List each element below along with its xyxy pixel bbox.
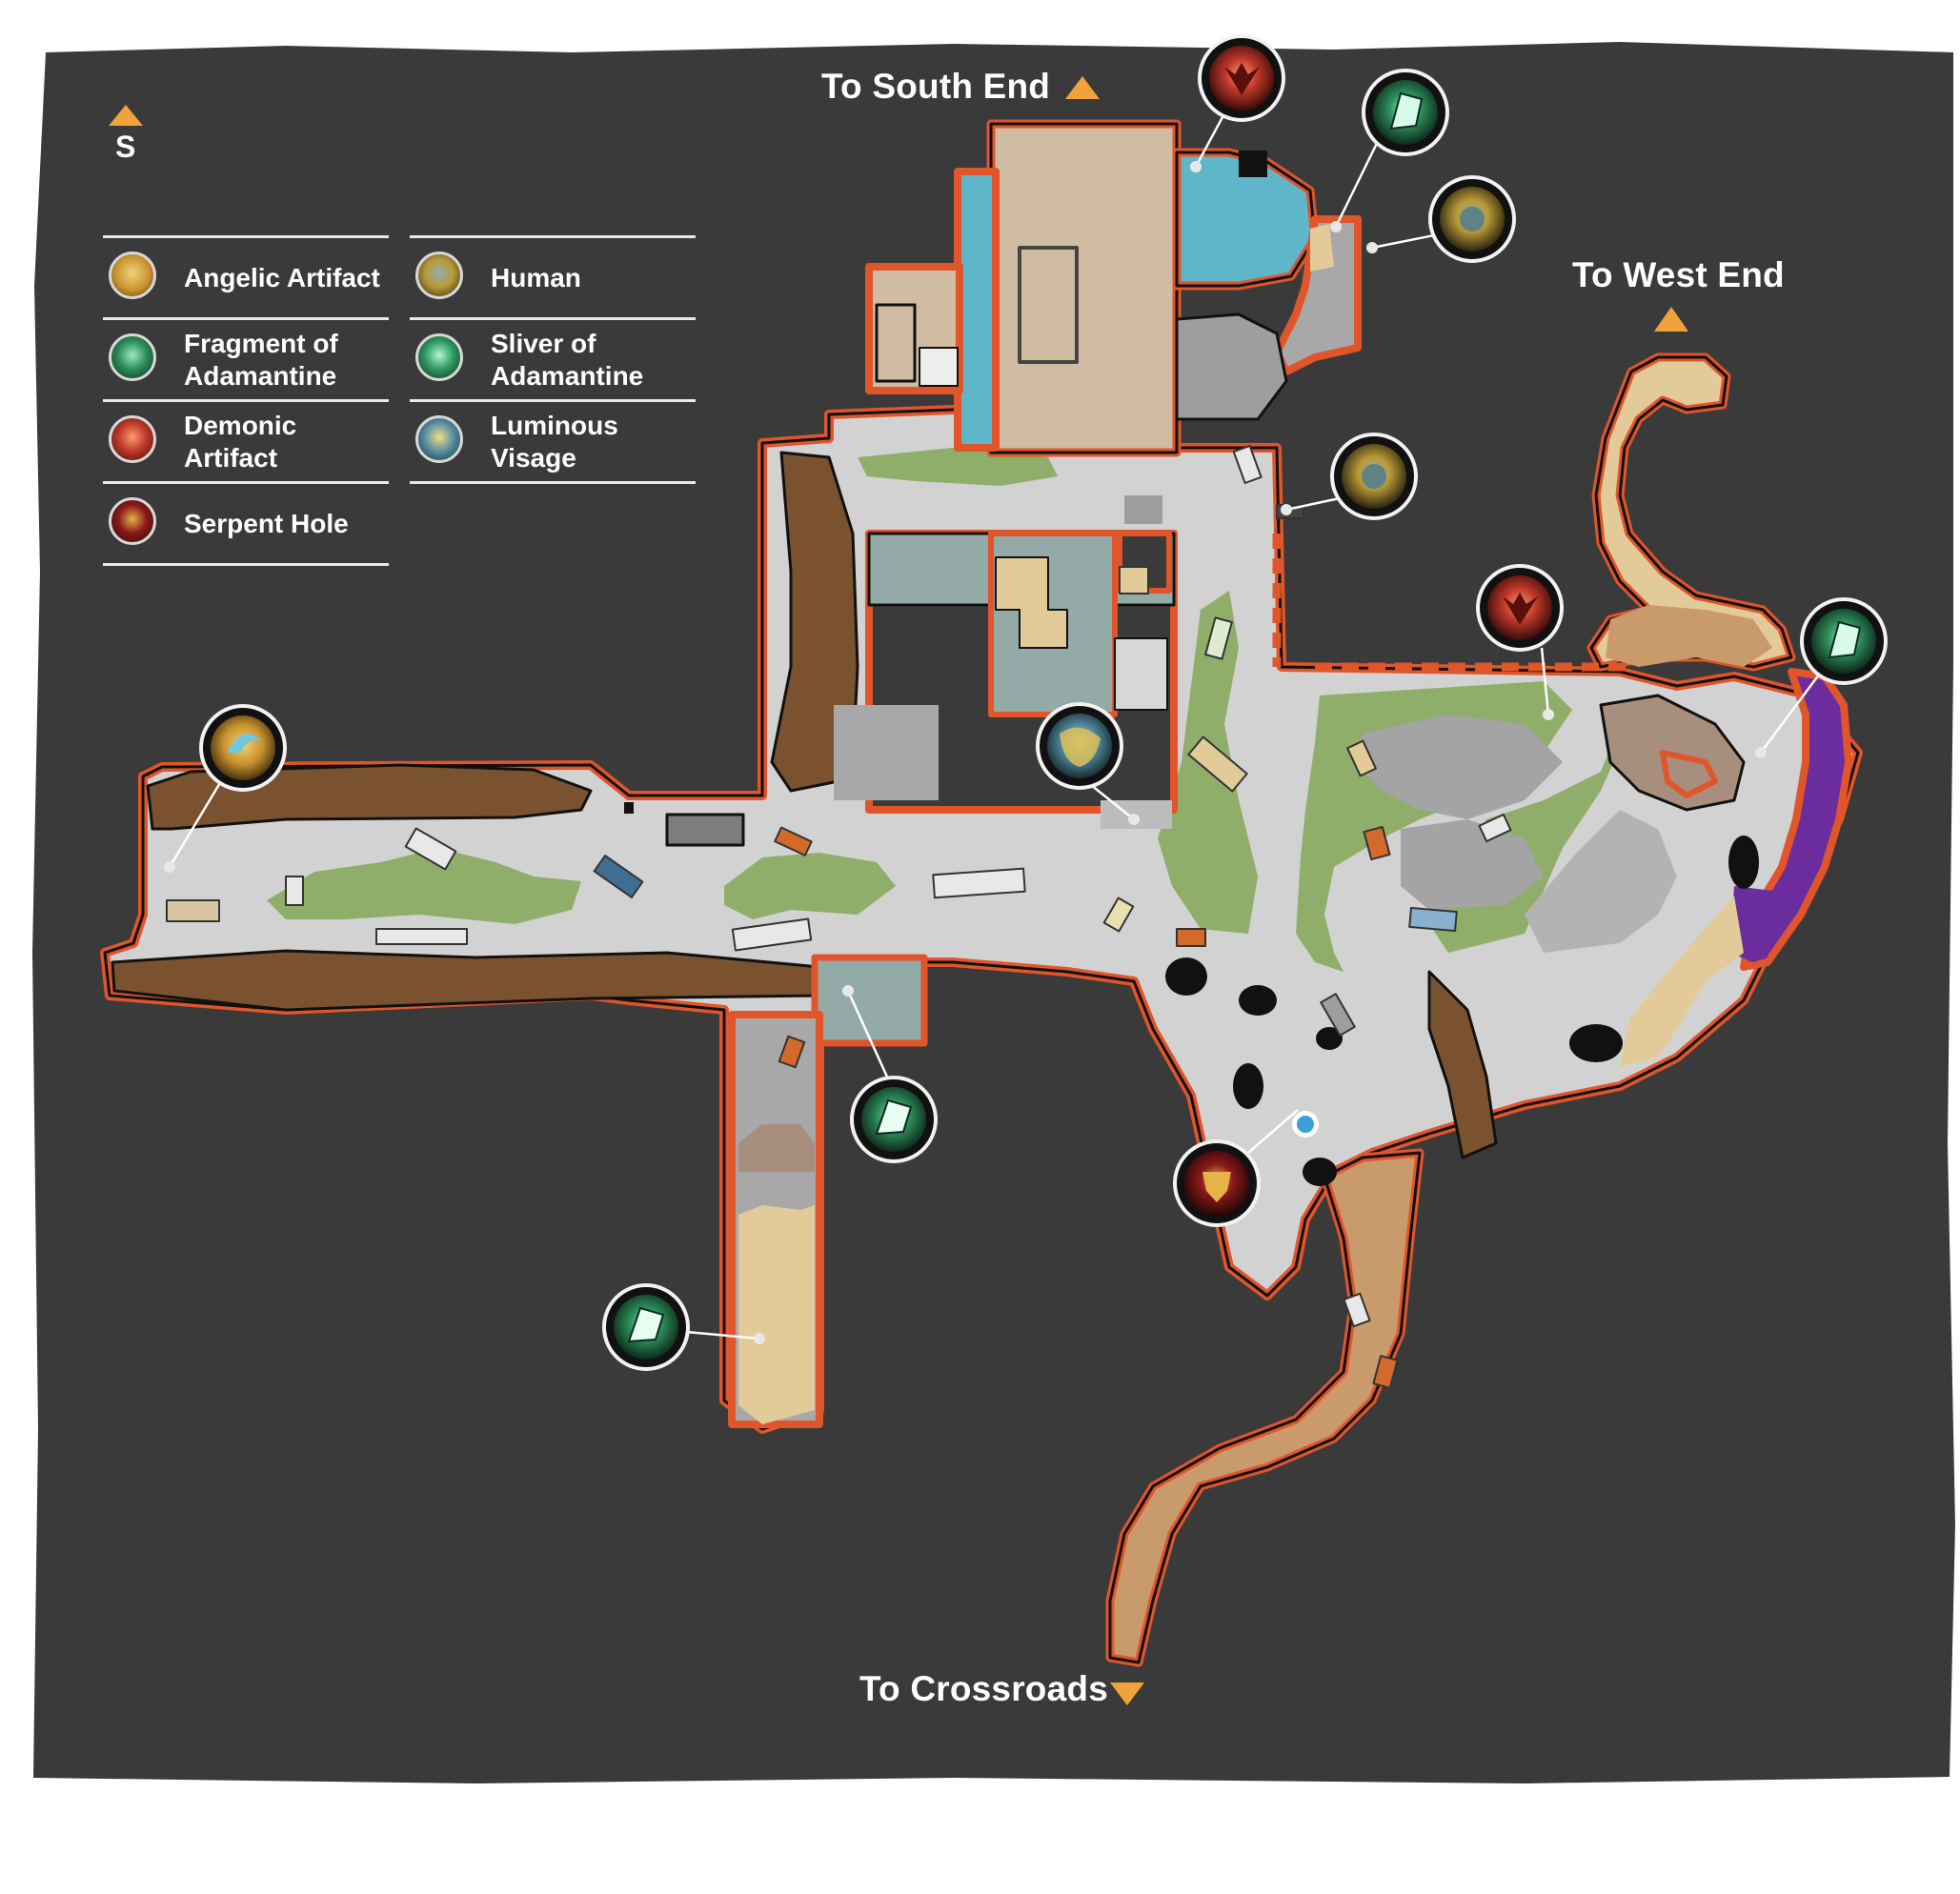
legend-item-luminous-visage: Luminous Visage bbox=[410, 399, 696, 484]
sliver-adamantine-icon bbox=[415, 333, 463, 381]
legend-label: Serpent Hole bbox=[184, 508, 349, 538]
compass-arrow-icon bbox=[109, 105, 143, 126]
legend-label: Sliver of Adamantine bbox=[491, 328, 644, 391]
luminous-visage-icon bbox=[415, 415, 463, 463]
nav-label-crossroads[interactable]: To Crossroads bbox=[859, 1669, 1108, 1708]
map-pins bbox=[199, 34, 1888, 1371]
legend-item-sliver-adamantine: Sliver of Adamantine bbox=[410, 317, 696, 399]
legend-label: Human bbox=[491, 262, 581, 292]
legend-label: Angelic Artifact bbox=[184, 262, 380, 292]
human-icon[interactable] bbox=[1428, 175, 1516, 263]
legend-label: Fragment of Adamantine bbox=[184, 328, 338, 391]
angelic-artifact-icon[interactable] bbox=[199, 704, 287, 792]
compass-letter: S bbox=[115, 130, 136, 164]
legend-item-serpent-hole: Serpent Hole bbox=[103, 481, 389, 566]
legend-item-fragment-adamantine: Fragment of Adamantine bbox=[103, 317, 389, 399]
human-icon[interactable] bbox=[1330, 433, 1418, 520]
legend-label: Luminous Visage bbox=[491, 410, 618, 473]
legend-column-right: Human Sliver of Adamantine Luminous Visa… bbox=[410, 235, 696, 484]
nav-label-west-end[interactable]: To West End bbox=[1572, 255, 1785, 294]
legend-label: Demonic Artifact bbox=[184, 410, 297, 473]
west-end-arrow-icon[interactable] bbox=[1654, 307, 1688, 332]
legend-item-human: Human bbox=[410, 235, 696, 317]
sliver-adamantine-icon[interactable] bbox=[602, 1283, 690, 1371]
sliver-adamantine-icon[interactable] bbox=[850, 1076, 938, 1163]
demonic-artifact-icon[interactable] bbox=[1476, 564, 1564, 652]
legend-item-demonic-artifact: Demonic Artifact bbox=[103, 399, 389, 481]
nav-label-south-end[interactable]: To South End bbox=[821, 67, 1051, 106]
fragment-adamantine-icon[interactable] bbox=[1800, 597, 1888, 685]
legend-item-angelic-artifact: Angelic Artifact bbox=[103, 235, 389, 317]
luminous-visage-icon[interactable] bbox=[1036, 702, 1123, 790]
demonic-artifact-icon[interactable] bbox=[1198, 34, 1285, 122]
fragment-adamantine-icon[interactable] bbox=[1362, 69, 1449, 156]
map-terrain bbox=[100, 104, 1863, 1667]
fragment-adamantine-icon bbox=[109, 333, 156, 381]
legend-column-left: Angelic Artifact Fragment of Adamantine … bbox=[103, 235, 389, 566]
map-legend: Angelic Artifact Fragment of Adamantine … bbox=[103, 235, 703, 566]
crossroads-arrow-icon[interactable] bbox=[1110, 1682, 1144, 1705]
serpent-hole-icon[interactable] bbox=[1173, 1139, 1261, 1227]
serpent-hole-icon bbox=[109, 497, 156, 545]
demonic-artifact-icon bbox=[109, 415, 156, 463]
south-end-arrow-icon[interactable] bbox=[1065, 76, 1100, 99]
human-icon bbox=[415, 252, 463, 299]
angelic-artifact-icon bbox=[109, 252, 156, 299]
